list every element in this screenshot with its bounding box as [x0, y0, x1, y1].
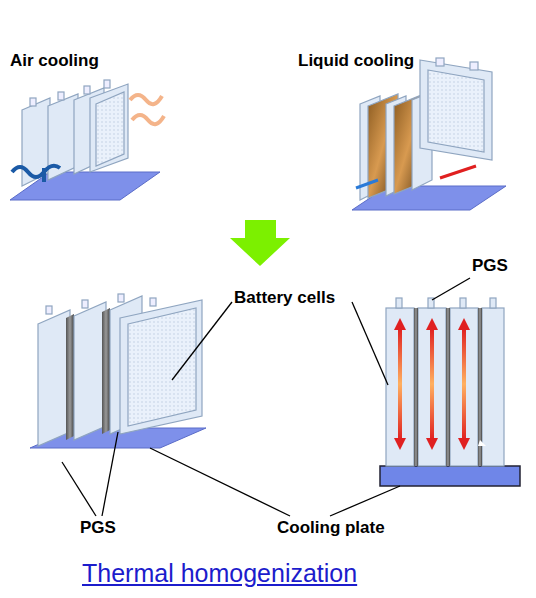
transition-arrow — [230, 220, 290, 266]
part-label: Battery cells — [234, 288, 335, 308]
part-label: PGS — [472, 256, 508, 276]
pgs-front-view — [380, 298, 520, 486]
part-label: Cooling plate — [277, 518, 385, 538]
leader-lines — [62, 278, 470, 516]
part-label: PGS — [80, 518, 116, 538]
section-label: Liquid cooling — [298, 51, 414, 71]
caption: Thermal homogenization — [82, 558, 357, 588]
liquid-cooling-figure — [352, 58, 506, 210]
section-label: Air cooling — [10, 51, 99, 71]
air-cooling-figure — [10, 80, 164, 200]
